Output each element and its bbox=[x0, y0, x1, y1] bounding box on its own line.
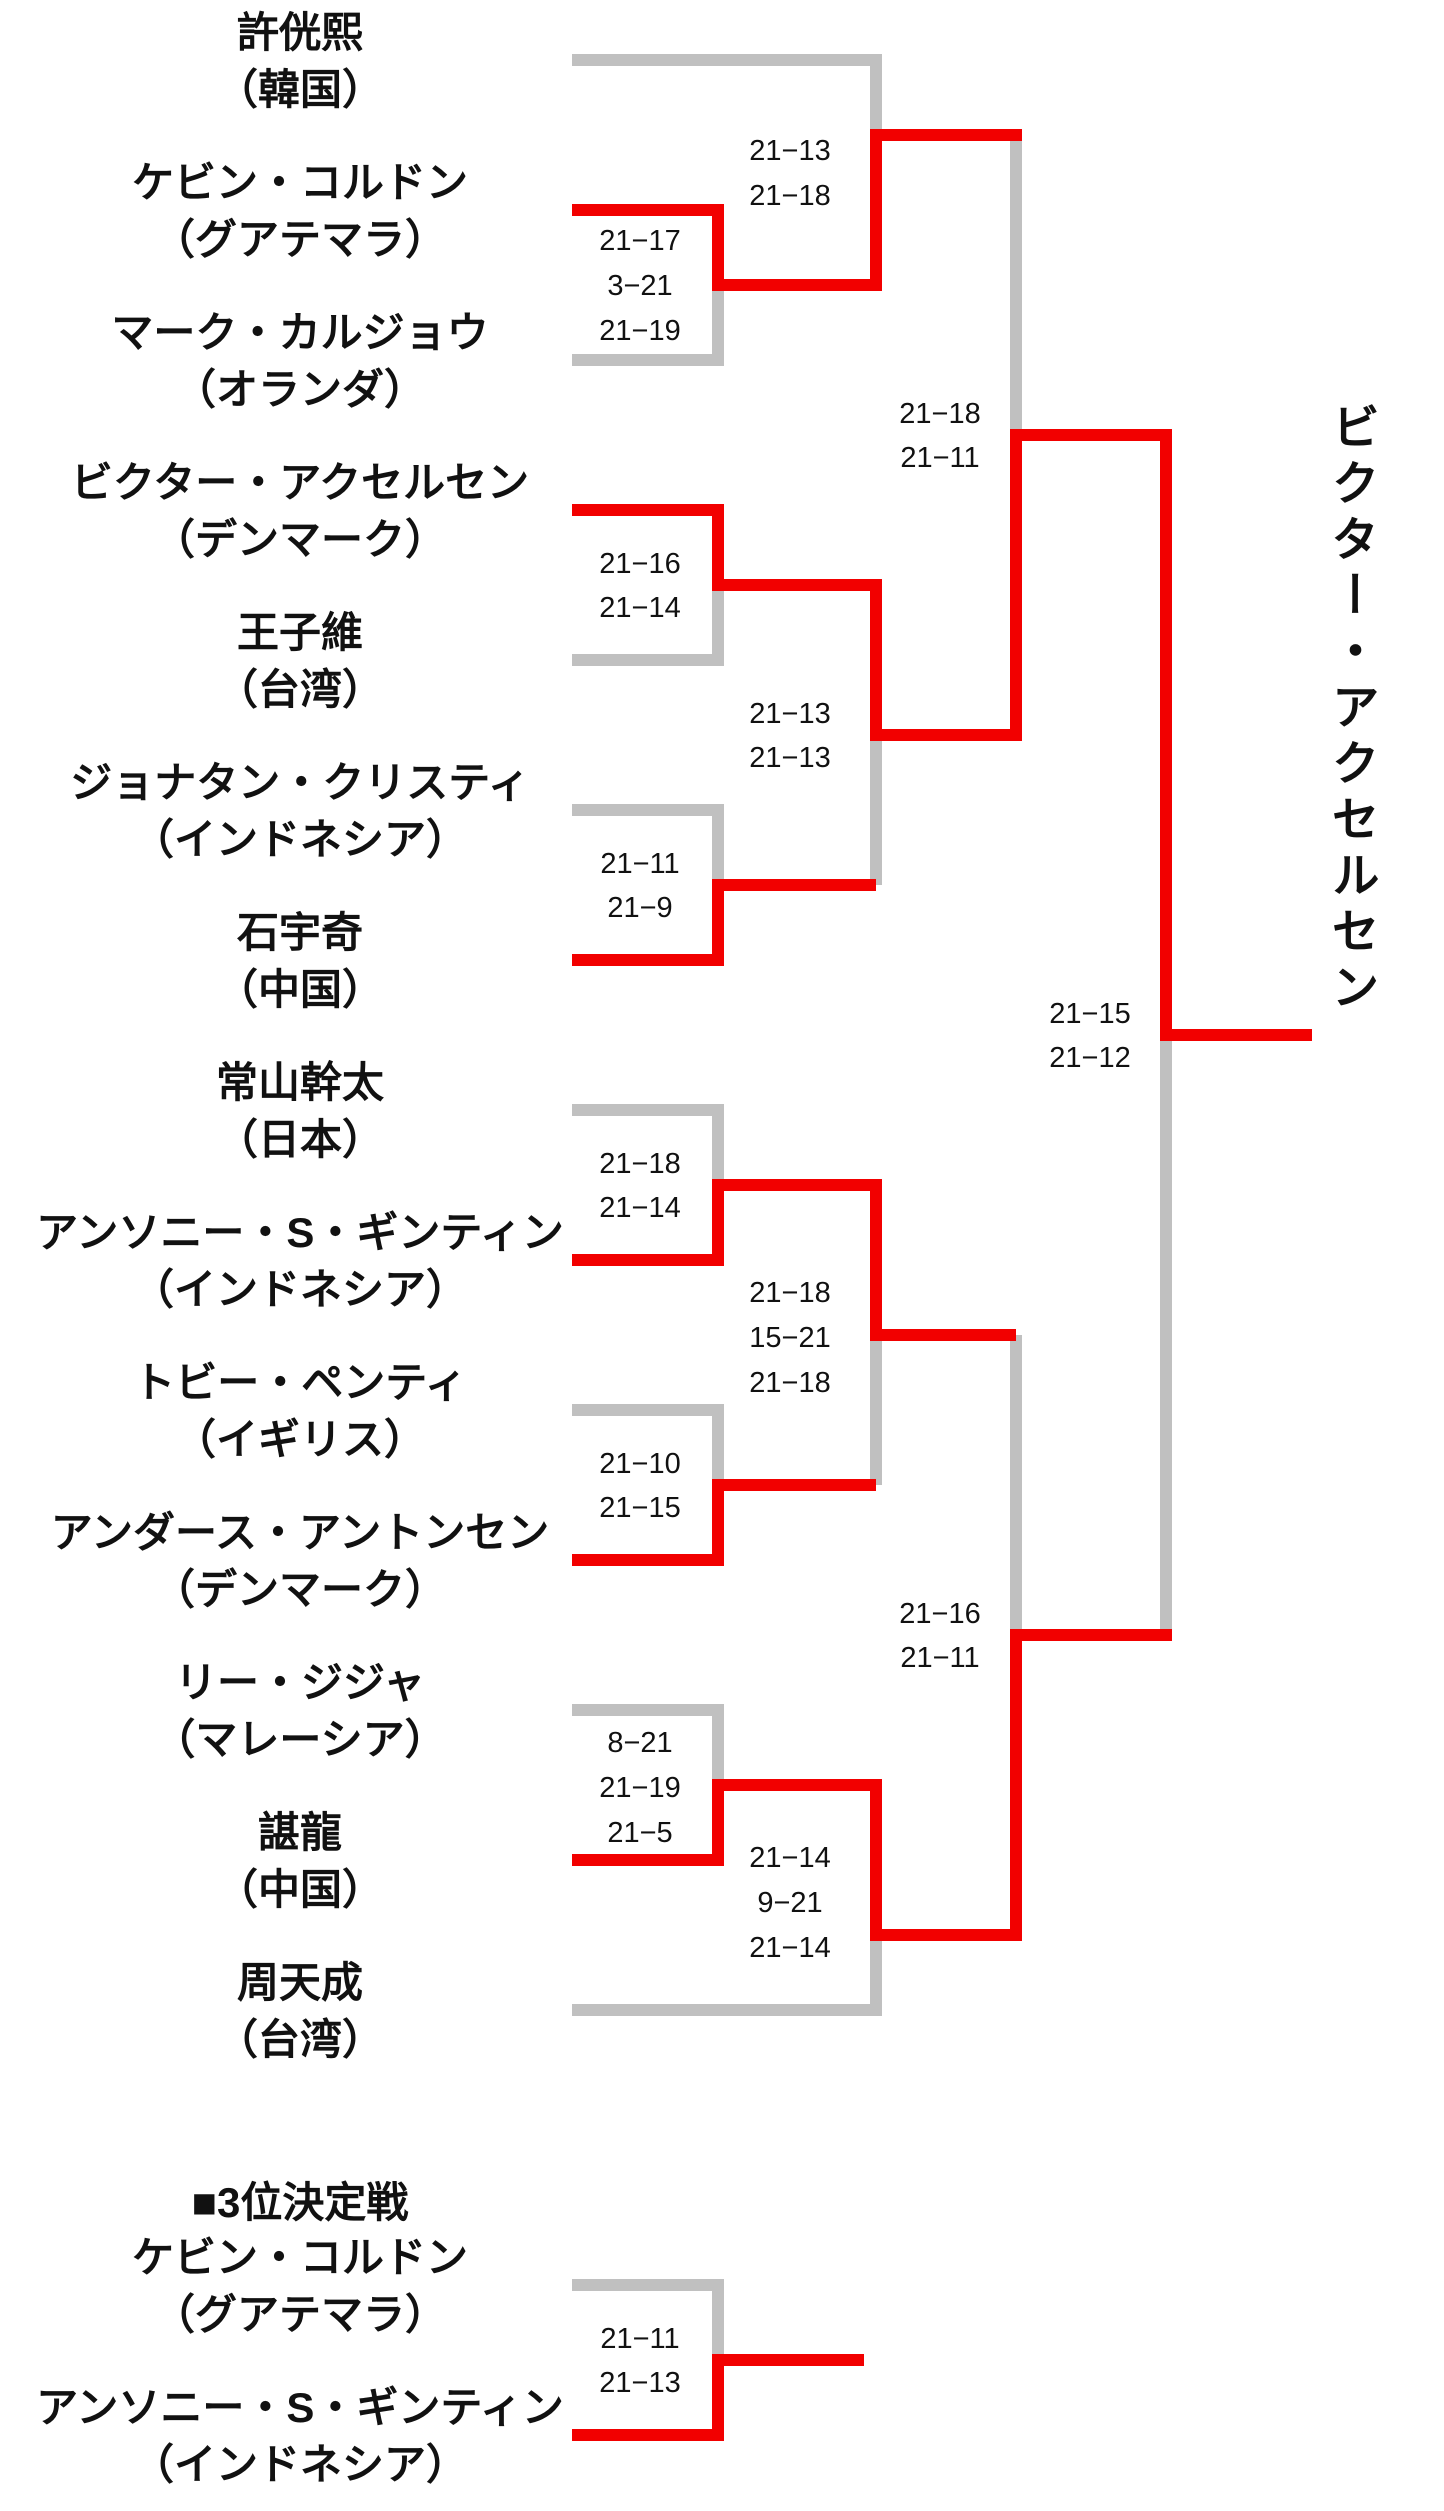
player-name: ケビン・コルドン bbox=[132, 159, 468, 206]
player-name: ジョナタン・クリスティ bbox=[70, 759, 529, 806]
player-country: （中国） bbox=[216, 1866, 384, 1913]
bracket-line bbox=[572, 129, 1022, 291]
score-line: 21−11 bbox=[900, 1642, 979, 1674]
score-labels: 21−17 3−21 21−19 21−16 21−14 21−11 21−9 … bbox=[599, 135, 1130, 1964]
player-country: （中国） bbox=[216, 966, 384, 1013]
bracket-lines-won bbox=[572, 129, 1312, 2441]
score-line: 21−5 bbox=[607, 1817, 672, 1849]
player-country: （インドネシア） bbox=[132, 1266, 468, 1313]
player-country: （グアテマラ） bbox=[153, 216, 447, 263]
bracket-line bbox=[572, 285, 724, 366]
player-name: ケビン・コルドン bbox=[132, 2234, 468, 2281]
player-country: （インドネシア） bbox=[132, 2441, 468, 2488]
score-line: 21−11 bbox=[600, 2323, 679, 2355]
score-line: 21−18 bbox=[749, 180, 830, 212]
bracket-line bbox=[572, 54, 882, 135]
score-line: 21−19 bbox=[599, 315, 680, 347]
bracket-line bbox=[572, 1704, 724, 1785]
player-country: （オランダ） bbox=[174, 366, 426, 413]
bracket-line bbox=[572, 1104, 724, 1185]
score-line: 21−11 bbox=[900, 442, 979, 474]
player-country: （インドネシア） bbox=[132, 816, 468, 863]
score-line: 21−9 bbox=[607, 892, 672, 924]
score-line: 3−21 bbox=[607, 270, 672, 302]
bracket-line bbox=[572, 1479, 876, 1566]
player-name: 石宇奇 bbox=[237, 909, 363, 956]
score-line: 21−13 bbox=[749, 742, 830, 774]
score-line: 21−10 bbox=[599, 1448, 680, 1480]
player-name: 許侊熙 bbox=[237, 9, 363, 56]
score-line: 21−16 bbox=[899, 1598, 980, 1630]
bracket-line bbox=[572, 1404, 724, 1485]
score-line: 21−19 bbox=[599, 1772, 680, 1804]
player-country: （グアテマラ） bbox=[153, 2291, 447, 2338]
player-name: アンダース・アントンセン bbox=[51, 1509, 550, 1556]
player-name: ビクター・アクセルセン bbox=[71, 459, 529, 506]
score-line: 21−14 bbox=[599, 592, 680, 624]
player-name: リー・ジジャ bbox=[175, 1659, 425, 1706]
player-country: （台湾） bbox=[216, 666, 384, 713]
bracket-line bbox=[572, 1935, 882, 2016]
score-line: 21−14 bbox=[749, 1842, 830, 1874]
score-line: 21−11 bbox=[600, 848, 679, 880]
bracket-line bbox=[572, 585, 724, 666]
bracket-line bbox=[572, 429, 1312, 1041]
score-line: 21−15 bbox=[1049, 998, 1130, 1030]
bracket-line bbox=[572, 879, 876, 966]
player-name: 王子維 bbox=[237, 609, 363, 656]
bracket-line bbox=[572, 804, 724, 885]
score-line: 21−18 bbox=[599, 1148, 680, 1180]
player-country: （デンマーク） bbox=[153, 1566, 447, 1613]
score-line: 21−13 bbox=[599, 2367, 680, 2399]
player-name: アンソニー・S・ギンティン bbox=[36, 1209, 564, 1256]
bracket-line bbox=[572, 2279, 724, 2360]
player-country: （韓国） bbox=[216, 66, 384, 113]
score-line: 21−18 bbox=[749, 1277, 830, 1309]
player-name: トビー・ペンティ bbox=[133, 1359, 466, 1406]
score-line: 9−21 bbox=[757, 1887, 822, 1919]
third-place-section: ■3位決定戦 ケビン・コルドン （グアテマラ） アンソニー・S・ギンティン （イ… bbox=[36, 2179, 681, 2488]
score-line: 21−18 bbox=[749, 1367, 830, 1399]
score-line: 8−21 bbox=[607, 1727, 672, 1759]
champion-name: ビクター・アクセルセン bbox=[1324, 402, 1378, 1018]
player-country: （イギリス） bbox=[174, 1416, 426, 1463]
score-line: 21−14 bbox=[749, 1932, 830, 1964]
bracket-line bbox=[572, 1629, 1172, 1941]
player-name: アンソニー・S・ギンティン bbox=[36, 2384, 564, 2431]
score-line: 21−15 bbox=[599, 1492, 680, 1524]
third-place-heading: ■3位決定戦 bbox=[192, 2179, 409, 2226]
player-country: （台湾） bbox=[216, 2016, 384, 2063]
bracket-line bbox=[572, 2354, 864, 2441]
score-line: 15−21 bbox=[749, 1322, 830, 1354]
player-country: （マレーシア） bbox=[153, 1716, 446, 1763]
score-line: 21−18 bbox=[899, 398, 980, 430]
bracket-line bbox=[572, 1179, 1016, 1341]
player-name: 諶龍 bbox=[258, 1809, 342, 1856]
player-country: （デンマーク） bbox=[153, 516, 447, 563]
score-line: 21−13 bbox=[749, 698, 830, 730]
player-name: マーク・カルジョウ bbox=[111, 309, 488, 356]
score-line: 21−12 bbox=[1049, 1042, 1130, 1074]
player-list: 許侊熙 （韓国） ケビン・コルドン （グアテマラ） マーク・カルジョウ （オラン… bbox=[36, 9, 564, 2063]
score-line: 21−16 bbox=[599, 548, 680, 580]
player-country: （日本） bbox=[216, 1116, 384, 1163]
score-line: 21−17 bbox=[599, 225, 680, 257]
player-name: 常山幹太 bbox=[216, 1059, 384, 1106]
score-line: 21−13 bbox=[749, 135, 830, 167]
score-line: 21−14 bbox=[599, 1192, 680, 1224]
player-name: 周天成 bbox=[237, 1959, 363, 2006]
